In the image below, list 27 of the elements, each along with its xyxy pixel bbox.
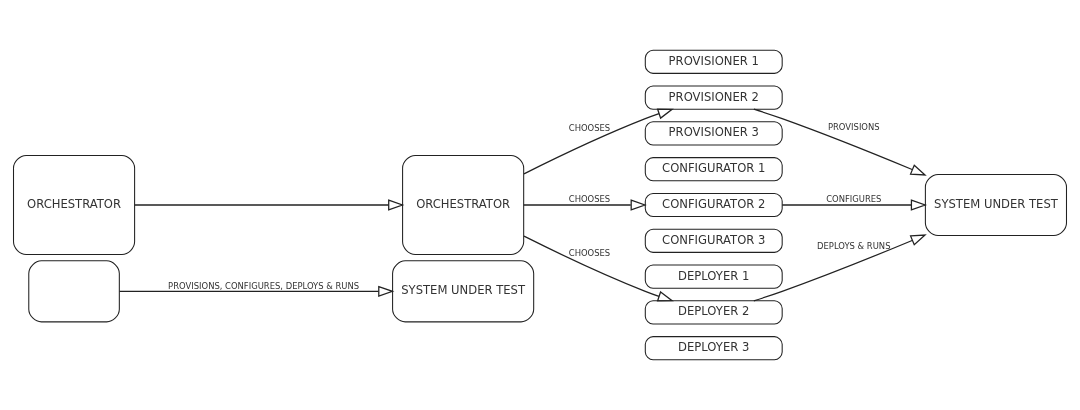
node-box: CONFIGURATOR 2 — [644, 192, 783, 218]
edge-label: CHOOSES — [568, 122, 611, 133]
node-box: DEPLOYER 3 — [644, 336, 783, 361]
node-box: SYSTEM UNDER TEST — [924, 173, 1067, 237]
arrow — [523, 108, 674, 175]
edge-label: PROVISIONS — [827, 121, 880, 132]
arrow — [523, 199, 647, 211]
node-box: PROVISIONER 2 — [644, 85, 783, 110]
edge-label: PROVISIONS, CONFIGURES, DEPLOYS & RUNS — [168, 280, 360, 291]
arrow — [523, 235, 674, 302]
arrow — [118, 285, 395, 298]
edge-label: DEPLOYS & RUNS — [817, 240, 891, 251]
arrow — [134, 199, 405, 211]
node-box: DEPLOYER 1 — [644, 264, 783, 289]
node-box: CONFIGURATOR 1 — [644, 157, 783, 182]
arrow — [781, 199, 927, 211]
node-box: CONFIGURATOR 3 — [644, 228, 783, 253]
node-box: PROVISIONER 3 — [644, 121, 783, 146]
node-box: ORCHESTRATOR — [13, 155, 136, 255]
node-box — [28, 260, 120, 323]
edge-label: CHOOSES — [568, 194, 611, 205]
node-box: SYSTEM UNDER TEST — [392, 260, 535, 323]
node-box: DEPLOYER 2 — [644, 300, 783, 325]
edge-label: CONFIGURES — [826, 194, 882, 205]
node-box: PROVISIONER 1 — [644, 49, 783, 74]
node-box: ORCHESTRATOR — [402, 155, 525, 255]
edge-label: CHOOSES — [568, 247, 611, 258]
